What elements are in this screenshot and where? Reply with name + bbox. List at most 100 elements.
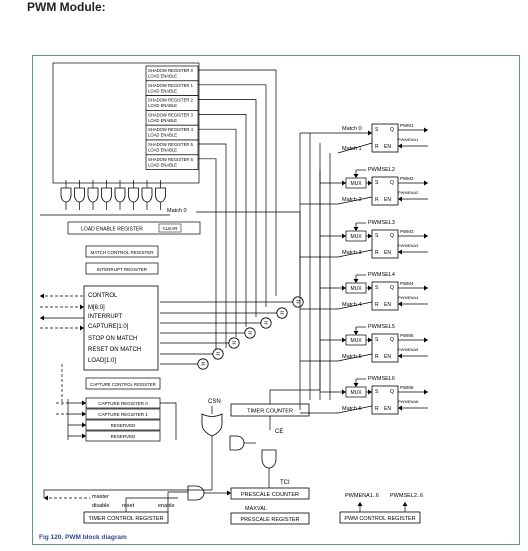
- match-to-r-wire: [337, 353, 373, 362]
- flipflop-2-en: EN: [384, 197, 391, 203]
- arrowhead: [44, 495, 48, 501]
- arrowhead: [424, 180, 428, 186]
- pwm-enable-1-label: PWMENA1: [398, 137, 419, 142]
- pwmsel-label: PWMSEL2..6: [390, 493, 423, 499]
- arrowhead: [353, 331, 359, 335]
- pwm-channel-3-match: Match 3: [342, 250, 362, 256]
- flipflop-4-s: S: [375, 285, 379, 291]
- flipflop-6-q: Q: [390, 389, 394, 395]
- enable-and-gate: [187, 485, 205, 501]
- arrowhead: [353, 227, 359, 231]
- arrowhead: [353, 174, 359, 178]
- shadow-output-wire-2: [198, 99, 257, 317]
- load-enable-gate-2: [87, 187, 99, 203]
- shadow-register-0-label: SHADOW REGISTER 0: [148, 68, 194, 73]
- shadow-register-0-enable: LOAD ENABLE: [148, 74, 177, 79]
- mux-5-label: MUX: [350, 338, 362, 344]
- arrowhead: [368, 130, 372, 136]
- flipflop-3-r: R: [375, 250, 379, 256]
- prescale-counter-label: PRESCALE COUNTER: [241, 492, 299, 498]
- match-to-r-wire: [337, 196, 373, 205]
- comparator-4-sign: =: [232, 341, 236, 348]
- timer-control-enable: enable: [158, 503, 175, 509]
- capture-register-2-label: RESERVED: [111, 423, 136, 428]
- pwm-enable-3-label: PWMENA3: [398, 243, 419, 248]
- shadow-register-1-enable: LOAD ENABLE: [148, 88, 177, 93]
- csn-label: CSN: [208, 399, 221, 405]
- figure-frame: Fig 120. PWM block diagram: [32, 55, 520, 545]
- arrowhead: [80, 304, 84, 310]
- control-signal-4: STOP ON MATCH: [88, 336, 137, 342]
- capture-register-3-label: RESERVED: [111, 434, 136, 439]
- flipflop-6: [371, 385, 399, 415]
- mux-6-label: MUX: [350, 390, 362, 396]
- flipflop-6-en: EN: [384, 406, 391, 412]
- arrowhead: [398, 143, 402, 149]
- match0-feedback-wire: [196, 211, 301, 296]
- pwm-enable-2-label: PWMENA2: [398, 190, 419, 195]
- clear-label: CLEAR: [162, 226, 178, 231]
- arrowhead: [368, 337, 372, 343]
- comparator-5: [212, 348, 224, 360]
- capture-register-0-label: CAPTURE REGISTER 0: [98, 401, 148, 406]
- clear-box: [158, 223, 182, 233]
- pwm-enable-4-label: PWMENA4: [398, 295, 419, 300]
- arrowhead: [342, 285, 346, 291]
- page-heading: PWM Module:: [27, 0, 106, 14]
- flipflop-3-q: Q: [390, 233, 394, 239]
- prescale-register: [230, 512, 310, 525]
- flipflop-1-q: Q: [390, 127, 394, 133]
- capture-control-register-label: CAPTURE CONTROL REGISTER: [90, 382, 156, 387]
- arrowhead: [424, 337, 428, 343]
- flipflop-2-s: S: [375, 180, 379, 186]
- match-control-register-label: MATCH CONTROL REGISTER: [90, 250, 154, 255]
- arrowhead: [398, 301, 402, 307]
- flipflop-2-q: Q: [390, 180, 394, 186]
- arrowhead: [342, 180, 346, 186]
- arrowhead: [368, 233, 372, 239]
- pwm-channel-2-match: Match 2: [342, 197, 362, 203]
- flipflop-1-s: S: [375, 127, 379, 133]
- shadow-register-4-label: SHADOW REGISTER 4: [148, 127, 194, 132]
- shadow-register-3-enable: LOAD ENABLE: [148, 118, 177, 123]
- comparator-1-sign: =: [280, 311, 284, 318]
- arrowhead: [40, 315, 44, 321]
- control-signal-2: INTERRUPT: [88, 314, 123, 320]
- arrowhead: [357, 502, 363, 506]
- pwm-channel-1-match0: Match 0: [342, 126, 362, 132]
- control-signal-3: CAPTURE[1:0]: [88, 324, 129, 330]
- shadow-register-5-label: SHADOW REGISTER 5: [148, 142, 194, 147]
- arrowhead: [402, 502, 408, 506]
- maxval-label: MAXVAL: [245, 506, 267, 512]
- arrowhead: [398, 405, 402, 411]
- timer-control-register-label: TIMER CONTROL REGISTER: [89, 516, 164, 522]
- tci-and-gate: [261, 449, 277, 469]
- comparator-0: [292, 296, 304, 308]
- interrupt-register: [85, 262, 159, 275]
- comparator-3-sign: =: [248, 331, 252, 338]
- arrowhead: [353, 279, 359, 283]
- arrowhead: [424, 285, 428, 291]
- match0-label: Match 0: [167, 208, 187, 214]
- pwm-channel-3-sel: PWMSEL3: [368, 220, 395, 226]
- shadow-register-1-label: SHADOW REGISTER 1: [148, 83, 194, 88]
- flipflop-3-s: S: [375, 233, 379, 239]
- flipflop-2: [371, 176, 399, 206]
- comparator-0-sign: =: [296, 300, 300, 307]
- shadow-register-4-enable: LOAD ENABLE: [148, 133, 177, 138]
- capture-register-1-label: CAPTURE REGISTER 1: [98, 412, 148, 417]
- load-enable-gate-0: [60, 187, 72, 203]
- shadow-output-wire-1: [198, 84, 267, 307]
- control-signal-5: RESET ON MATCH: [88, 347, 141, 353]
- capture-control-register: [85, 377, 161, 390]
- comparator-4: [228, 337, 240, 349]
- comparator-2-sign: =: [264, 321, 268, 328]
- flipflop-1-r: R: [375, 144, 379, 150]
- pwm-output-1-label: PWM1: [400, 123, 414, 128]
- csn-or-gate: [201, 413, 223, 437]
- pwm-channel-6-match: Match 6: [342, 406, 362, 412]
- flipflop-5-q: Q: [390, 337, 394, 343]
- pwm-output-4-label: PWM4: [400, 281, 414, 286]
- control-block: [83, 285, 159, 371]
